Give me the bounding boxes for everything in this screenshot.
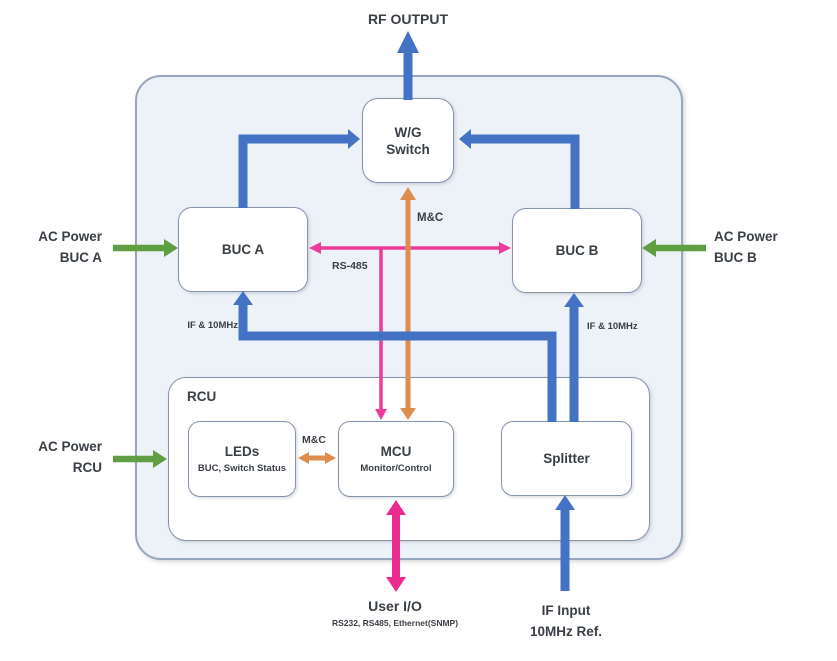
ac-power-buc-b-line1: AC Power — [714, 229, 778, 244]
wg-switch-label-line1: W/G — [394, 124, 422, 140]
buc-a-label: BUC A — [221, 242, 265, 257]
rs485-label: RS-485 — [332, 260, 368, 272]
ac-power-buc-b-label: AC Power BUC B — [714, 226, 814, 268]
if-input-line2: 10MHz Ref. — [529, 624, 602, 639]
if-10mhz-left-label: IF & 10MHz — [187, 320, 238, 331]
splitter-label: Splitter — [543, 451, 590, 466]
splitter-block: Splitter — [501, 421, 632, 496]
ac-power-buc-b-line2: BUC B — [714, 250, 757, 265]
user-io-label: User I/O RS232, RS485, Ethernet(SNMP) — [329, 598, 461, 629]
ac-power-buc-a-label: AC Power BUC A — [16, 226, 102, 268]
leds-sublabel: BUC, Switch Status — [197, 463, 287, 474]
wg-switch-block: W/G Switch — [362, 98, 454, 183]
leds-block: LEDs BUC, Switch Status — [188, 421, 296, 497]
mcu-label: MCU — [380, 444, 412, 459]
leds-label: LEDs — [224, 444, 260, 459]
ac-power-rcu-line1: AC Power — [38, 439, 102, 454]
rf-output-label: RF OUTPUT — [367, 11, 449, 27]
if-input-line1: IF Input — [541, 603, 591, 618]
buc-b-block: BUC B — [512, 208, 642, 293]
ac-power-buc-a-line2: BUC A — [59, 250, 102, 265]
wg-switch-label-line2: Switch — [386, 141, 430, 157]
user-io-subtitle: RS232, RS485, Ethernet(SNMP) — [331, 618, 459, 628]
buc-a-block: BUC A — [178, 207, 308, 292]
ac-power-rcu-line2: RCU — [72, 460, 102, 475]
mcu-block: MCU Monitor/Control — [338, 421, 454, 497]
ac-power-rcu-label: AC Power RCU — [16, 436, 102, 478]
mcu-sublabel: Monitor/Control — [360, 463, 432, 474]
if-input-label: IF Input 10MHz Ref. — [506, 600, 626, 642]
buc-b-label: BUC B — [555, 243, 599, 258]
mc-top-label: M&C — [417, 212, 444, 224]
if-10mhz-right-label: IF & 10MHz — [587, 321, 638, 332]
ac-power-buc-a-line1: AC Power — [38, 229, 102, 244]
mc-rcu-label: M&C — [302, 434, 326, 446]
rcu-label: RCU — [187, 389, 217, 404]
user-io-title: User I/O — [368, 598, 422, 614]
